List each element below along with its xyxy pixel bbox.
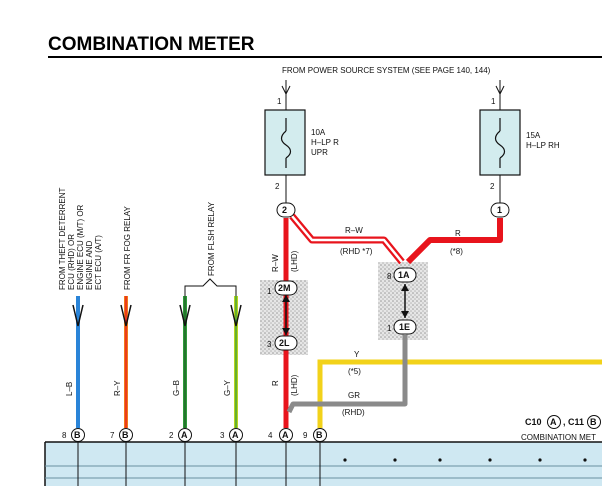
connector-2l: 3 2L bbox=[267, 335, 298, 351]
meter-pin-b7: 7 B bbox=[110, 428, 133, 442]
meter-label: COMBINATION MET bbox=[521, 433, 596, 442]
svg-text:C11: C11 bbox=[568, 417, 584, 427]
svg-text:C10: C10 bbox=[525, 417, 542, 427]
connector-2m: 1 2M bbox=[267, 280, 298, 296]
svg-text:R–Y: R–Y bbox=[113, 380, 122, 396]
svg-text:7: 7 bbox=[110, 431, 115, 440]
svg-text:2: 2 bbox=[169, 431, 174, 440]
svg-text:G–Y: G–Y bbox=[223, 379, 232, 396]
svg-text:B: B bbox=[316, 430, 323, 440]
fuse-10a-name: H–LP R bbox=[311, 138, 339, 147]
fuse-15a-pin-bottom: 2 bbox=[490, 182, 495, 191]
page-title: COMBINATION METER bbox=[48, 34, 255, 55]
svg-text:1: 1 bbox=[387, 324, 392, 333]
fuse-10a-pin-bottom: 2 bbox=[275, 182, 280, 191]
wire-gy: G–Y bbox=[223, 296, 242, 428]
link-1a-1e bbox=[401, 284, 409, 318]
meter-pin-a3: 3 A bbox=[220, 428, 243, 442]
label-r-lower-note: (LHD) bbox=[290, 374, 299, 396]
svg-text:3: 3 bbox=[267, 340, 272, 349]
wire-red-right bbox=[405, 218, 503, 265]
meter-pin-a2: 2 A bbox=[169, 428, 192, 442]
svg-text:FROM FLSH RELAY: FROM FLSH RELAY bbox=[207, 201, 216, 276]
svg-text:2L: 2L bbox=[279, 338, 290, 348]
wire-gray bbox=[286, 335, 408, 414]
label-y: Y bbox=[354, 350, 360, 359]
svg-text:,: , bbox=[563, 417, 566, 427]
meter-pin-a4: 4 A bbox=[268, 428, 293, 442]
svg-text:3: 3 bbox=[220, 431, 225, 440]
svg-text:A: A bbox=[181, 430, 188, 440]
svg-text:ENGINE AND: ENGINE AND bbox=[85, 240, 94, 290]
fuse-10a-position: UPR bbox=[311, 148, 328, 157]
meter-connector-refs: C10 A , C11 B bbox=[525, 415, 601, 429]
svg-text:A: A bbox=[282, 430, 289, 440]
connector-j1: 1 bbox=[490, 202, 510, 218]
fuse-10a-pin-top: 1 bbox=[277, 97, 282, 106]
svg-text:1: 1 bbox=[267, 287, 272, 296]
label-rw-horizontal: R–W bbox=[345, 226, 363, 235]
wire-rw bbox=[289, 213, 405, 265]
svg-text:B: B bbox=[74, 430, 81, 440]
svg-text:B: B bbox=[122, 430, 129, 440]
label-r-top: R bbox=[455, 229, 461, 238]
connector-j2: 2 bbox=[276, 202, 296, 218]
svg-text:ECT ECU (A/T): ECT ECU (A/T) bbox=[94, 235, 103, 290]
fuse-15a-rating: 15A bbox=[526, 131, 541, 140]
wire-gb: G–B bbox=[172, 296, 191, 428]
meter-pin-b9: 9 B bbox=[303, 428, 327, 442]
svg-text:1: 1 bbox=[497, 205, 502, 215]
svg-text:4: 4 bbox=[268, 431, 273, 440]
link-2m-2l bbox=[282, 295, 290, 335]
fuse-10a-rating: 10A bbox=[311, 128, 326, 137]
label-y-note: (*5) bbox=[348, 367, 361, 376]
svg-text:FROM THEFT DETERRENT: FROM THEFT DETERRENT bbox=[58, 188, 67, 290]
label-r-lower: R bbox=[271, 380, 280, 386]
label-r-top-note: (*8) bbox=[450, 247, 463, 256]
label-rw-vertical-note: (LHD) bbox=[290, 250, 299, 272]
svg-text:2: 2 bbox=[282, 205, 287, 215]
label-gr: GR bbox=[348, 391, 360, 400]
wire-ry: R–Y bbox=[113, 296, 132, 428]
label-rw-vertical: R–W bbox=[271, 254, 280, 272]
svg-text:1E: 1E bbox=[399, 322, 410, 332]
svg-text:ECU (RHD) OR: ECU (RHD) OR bbox=[67, 234, 76, 290]
connector-1a: 8 1A bbox=[387, 267, 417, 283]
svg-text:A: A bbox=[550, 417, 557, 427]
label-gr-note: (RHD) bbox=[342, 408, 365, 417]
svg-text:9: 9 bbox=[303, 431, 308, 440]
svg-text:8: 8 bbox=[62, 431, 67, 440]
svg-text:G–B: G–B bbox=[172, 380, 181, 396]
svg-text:L–B: L–B bbox=[65, 382, 74, 396]
fuse-15a-name: H–LP RH bbox=[526, 141, 560, 150]
combination-meter-box bbox=[44, 441, 602, 486]
svg-text:A: A bbox=[232, 430, 239, 440]
svg-text:8: 8 bbox=[387, 272, 392, 281]
power-source-note: FROM POWER SOURCE SYSTEM (SEE PAGE 140, … bbox=[282, 66, 491, 75]
wire-lb: L–B bbox=[65, 296, 84, 428]
svg-text:2M: 2M bbox=[278, 283, 291, 293]
fuse-10a: 1 10A H–LP R UPR 2 bbox=[264, 80, 339, 203]
svg-text:ENGINE ECU (M/T) OR: ENGINE ECU (M/T) OR bbox=[76, 204, 85, 290]
label-rw-horizontal-note: (RHD *7) bbox=[340, 247, 373, 256]
fuse-15a: 1 15A H–LP RH 2 bbox=[479, 80, 560, 203]
svg-text:B: B bbox=[590, 417, 597, 427]
fuse-15a-pin-top: 1 bbox=[491, 97, 496, 106]
source-theft-deterrent: FROM THEFT DETERRENT ECU (RHD) OR ENGINE… bbox=[58, 188, 103, 290]
svg-text:1A: 1A bbox=[398, 270, 410, 280]
source-fr-fog-relay: FROM FR FOG RELAY bbox=[123, 205, 132, 290]
source-flsh-relay: FROM FLSH RELAY bbox=[184, 201, 237, 296]
meter-pin-b8: 8 B bbox=[62, 428, 85, 442]
connector-1e: 1 1E bbox=[387, 319, 417, 335]
